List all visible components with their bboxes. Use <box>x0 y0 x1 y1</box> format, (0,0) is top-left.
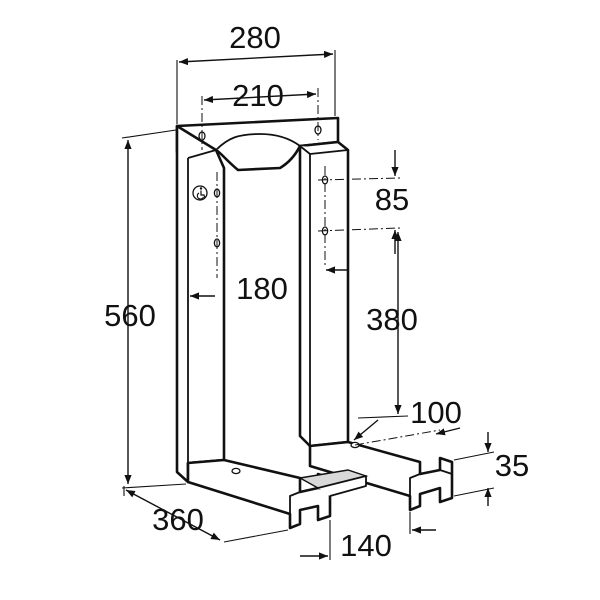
right-upright-face <box>299 145 349 446</box>
label-35: 35 <box>495 448 529 483</box>
dim-280-line <box>178 50 334 66</box>
mounting-holes <box>198 125 360 475</box>
label-140: 140 <box>340 528 392 563</box>
dim-100-right <box>435 427 461 436</box>
label-85: 85 <box>375 182 409 217</box>
cross-tie-lower <box>317 475 367 497</box>
label-360: 360 <box>152 502 204 537</box>
arch-curve <box>215 133 301 151</box>
accessibility-icon <box>192 185 208 201</box>
dim-100-left <box>353 419 379 441</box>
center-lines <box>201 88 441 446</box>
label-210: 210 <box>232 78 284 113</box>
label-380: 380 <box>366 302 418 337</box>
label-280: 280 <box>229 20 281 55</box>
label-100: 100 <box>410 395 462 430</box>
dim-360-line <box>125 489 221 541</box>
right-upright <box>298 140 350 448</box>
left-foot-hole <box>231 467 241 475</box>
label-560: 560 <box>104 298 156 333</box>
right-foot <box>308 440 454 512</box>
dimension-lines <box>121 50 495 560</box>
left-foot-top <box>187 459 331 515</box>
label-180: 180 <box>236 271 288 306</box>
bracket-frame <box>175 116 454 530</box>
left-foot <box>186 458 332 530</box>
left-upright-side <box>187 149 217 463</box>
dimension-labels: 280 210 560 180 85 380 100 35 360 140 <box>104 20 529 563</box>
dim-210-line <box>203 90 317 104</box>
